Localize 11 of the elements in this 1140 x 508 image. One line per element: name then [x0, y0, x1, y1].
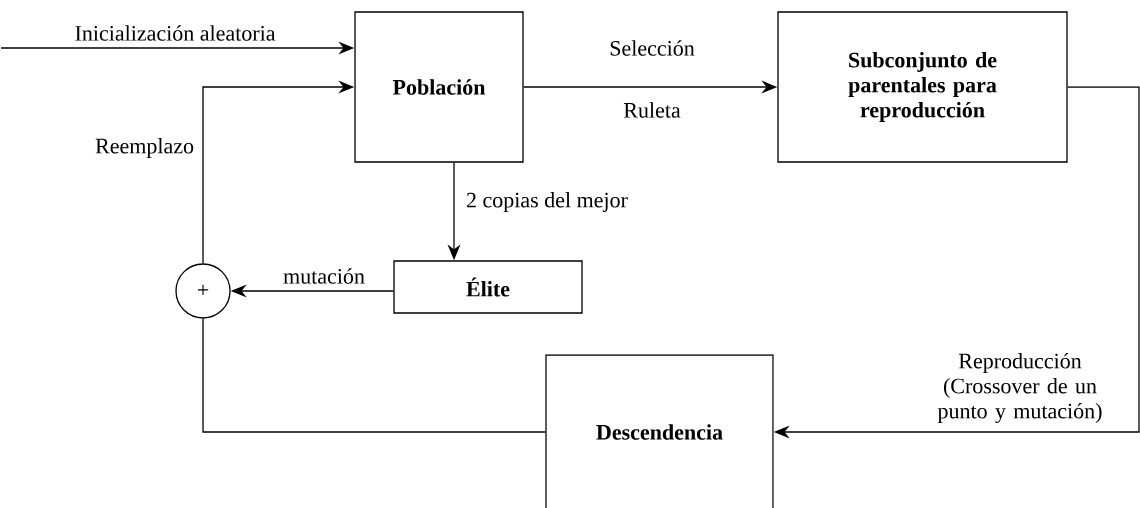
- process-box: Subconjunto de parentales para reproducción: [777, 11, 1068, 163]
- edge-label: 2 copias del mejor: [466, 192, 628, 212]
- line-label: Ruleta: [623, 102, 681, 118]
- edge-label: Inicialización aleatoria: [75, 25, 276, 41]
- process-box: Élite: [393, 260, 583, 314]
- edge-label: Selección: [610, 40, 695, 56]
- process-box: Descendencia: [545, 354, 774, 508]
- edge-label: mutación: [282, 267, 366, 285]
- edge-label: Reproducción (Crossover de un punto y mutación): [937, 352, 1102, 423]
- process-box: Población: [354, 11, 524, 163]
- edge-label: Reemplazo: [95, 138, 194, 158]
